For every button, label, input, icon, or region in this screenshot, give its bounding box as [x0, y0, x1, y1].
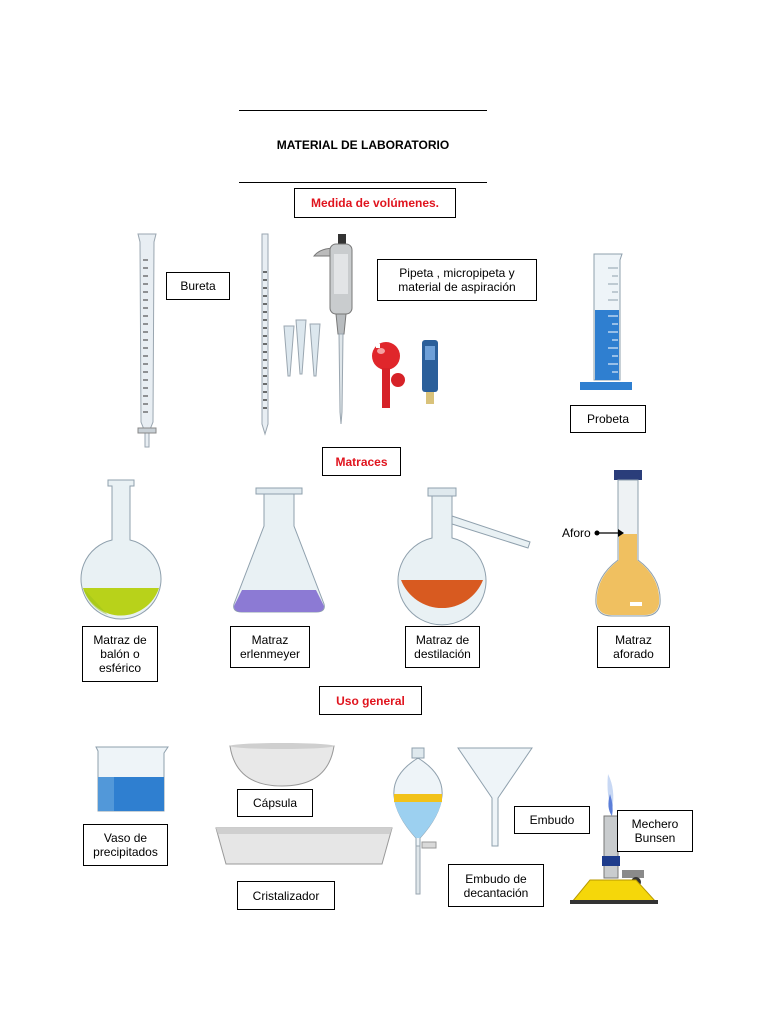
micropipette-illustration [312, 234, 353, 425]
section-volumes-header: Medida de volúmenes. [294, 188, 456, 218]
label-embudo: Embudo [514, 806, 590, 834]
burette-illustration [137, 233, 157, 448]
label-erlenmeyer: Matraz erlenmeyer [230, 626, 310, 668]
aforo-arrow-icon [594, 529, 624, 537]
label-mechero: Mechero Bunsen [617, 810, 693, 852]
beaker-illustration [95, 746, 169, 812]
crystallizing-dish-illustration [215, 827, 393, 865]
top-rule [239, 110, 487, 111]
separatory-funnel-illustration [393, 747, 443, 895]
bunsen-burner-illustration [570, 774, 658, 904]
volumetric-flask-illustration [595, 470, 661, 617]
label-probeta: Probeta [570, 405, 646, 433]
label-capsula: Cápsula [237, 789, 313, 817]
pipette-tips-illustration [283, 319, 321, 377]
section-flasks-header: Matraces [322, 447, 401, 476]
round-bottom-flask-illustration [80, 479, 162, 620]
label-balon: Matraz de balón o esférico [82, 626, 158, 682]
label-cristalizador: Cristalizador [237, 881, 335, 910]
bottom-rule [239, 182, 487, 183]
pipette-bulb-illustration [372, 342, 405, 408]
evaporating-dish-illustration [229, 743, 335, 787]
label-decantacion: Embudo de decantación [448, 864, 544, 907]
graduated-cylinder-illustration [580, 253, 632, 390]
erlenmeyer-flask-illustration [233, 487, 325, 613]
pipette-illustration [261, 233, 269, 436]
funnel-illustration [457, 747, 533, 847]
pipette-filler-illustration [422, 340, 438, 404]
page-title: MATERIAL DE LABORATORIO [276, 138, 450, 152]
label-pipeta: Pipeta , micropipeta y material de aspir… [377, 259, 537, 301]
label-vaso: Vaso de precipitados [83, 824, 168, 866]
section-general-header: Uso general [319, 686, 422, 715]
label-aforado: Matraz aforado [597, 626, 670, 668]
label-bureta: Bureta [166, 272, 230, 300]
distillation-flask-illustration [397, 487, 531, 626]
label-destilacion: Matraz de destilación [405, 626, 480, 668]
label-aforo: Aforo [562, 526, 591, 540]
